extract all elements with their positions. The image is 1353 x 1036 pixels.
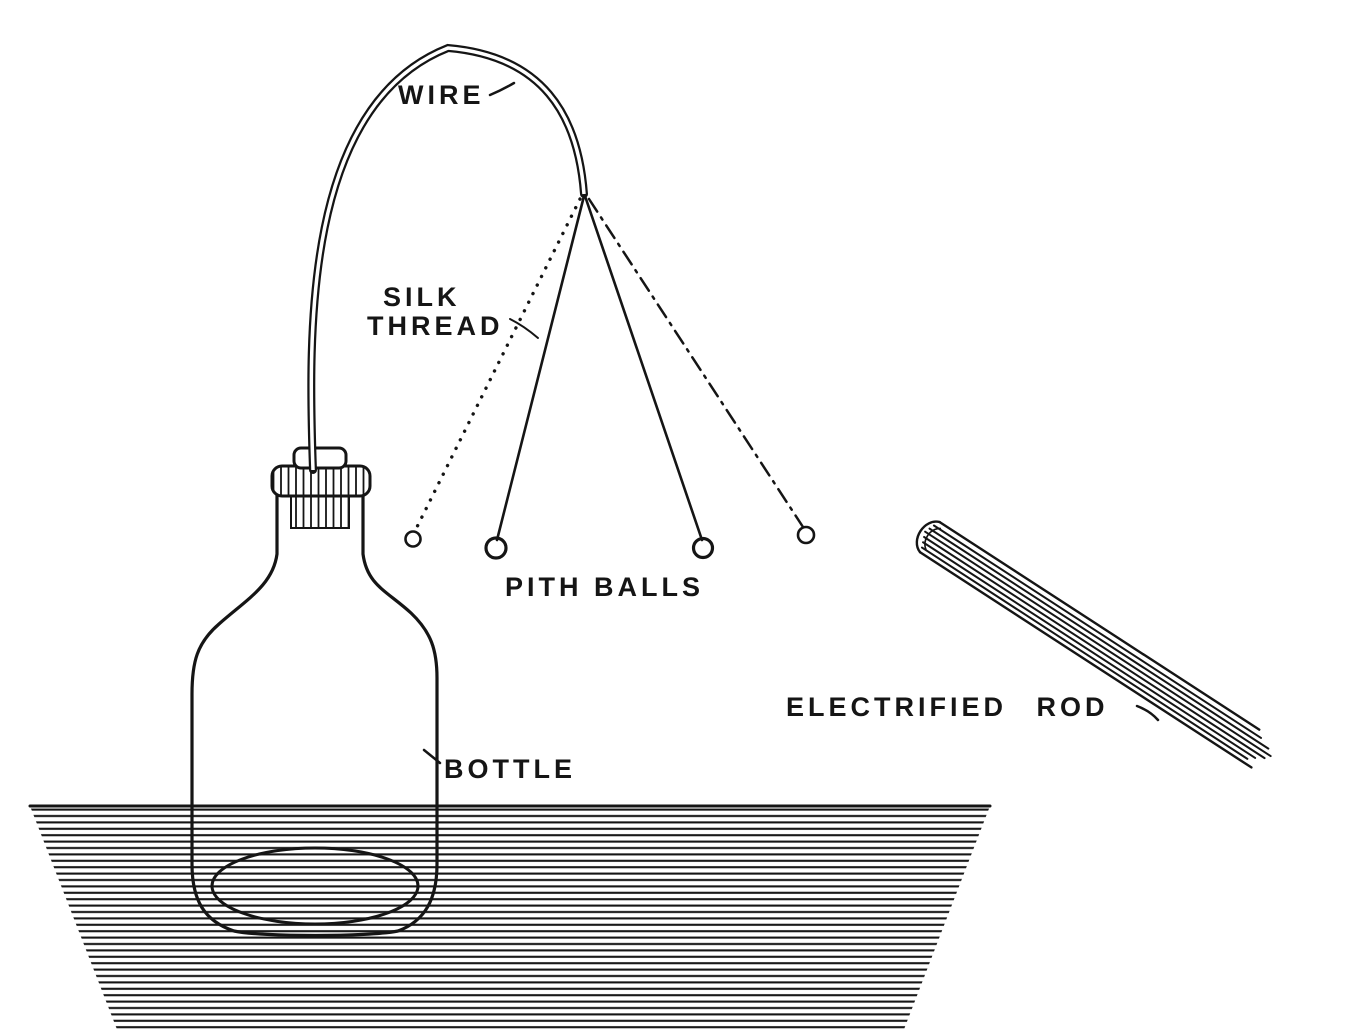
pith-ball-outer-left bbox=[404, 530, 422, 548]
table-hatch-area bbox=[30, 806, 990, 1032]
cork-stopper bbox=[270, 446, 372, 529]
pith-ball-inner-right bbox=[691, 536, 715, 560]
cork-knob bbox=[292, 446, 348, 470]
rod-hatch-line bbox=[928, 527, 1270, 750]
rod-hatch-line bbox=[923, 535, 1266, 760]
wire-label: WIRE bbox=[398, 80, 485, 110]
silk-thread-leader bbox=[509, 318, 539, 339]
thread-dashdot-right bbox=[587, 197, 805, 529]
bottle-base-ellipse bbox=[210, 846, 420, 926]
wire-core bbox=[309, 46, 586, 471]
rod-hatch-line bbox=[932, 524, 1263, 739]
cork-flange bbox=[270, 464, 372, 498]
bottle bbox=[190, 490, 439, 938]
bottle-label: BOTTLE bbox=[444, 754, 576, 784]
rod-hatch-line bbox=[920, 546, 1249, 760]
rod-hatch-line bbox=[924, 530, 1272, 758]
electrified-rod-label: ELECTRIFIED ROD bbox=[786, 692, 1109, 722]
wire-leader bbox=[488, 81, 516, 97]
thread-solid-right bbox=[583, 194, 704, 542]
thread-solid-left bbox=[495, 194, 586, 542]
rod-leader bbox=[1135, 704, 1160, 722]
pith-ball-outer-right bbox=[796, 525, 816, 545]
silk-thread-label-line1: SILK bbox=[383, 282, 461, 312]
rod-left-cap bbox=[915, 520, 941, 554]
rod-top-edge bbox=[938, 520, 1261, 731]
thread-dotted-left bbox=[413, 197, 582, 533]
wire-outer bbox=[307, 43, 588, 474]
labels: WIRE SILK THREAD PITH BALLS BOTTLE ELECT… bbox=[367, 80, 1109, 784]
label-leaders bbox=[422, 81, 1160, 765]
silk-thread-label-line2: THREAD bbox=[367, 311, 504, 341]
rod-hatch-line bbox=[922, 541, 1257, 759]
table-surface bbox=[30, 806, 990, 1032]
cork-lower bbox=[290, 493, 350, 529]
wire bbox=[307, 43, 588, 474]
pith-ball-inner-left bbox=[484, 536, 508, 560]
rod-bottom-edge bbox=[918, 551, 1253, 769]
bottle-outline bbox=[190, 490, 439, 938]
pith-balls-label: PITH BALLS bbox=[505, 572, 704, 602]
pith-balls bbox=[404, 525, 816, 560]
silk-threads bbox=[413, 194, 805, 542]
bottle-leader bbox=[422, 748, 442, 765]
electrified-rod bbox=[915, 520, 1272, 769]
